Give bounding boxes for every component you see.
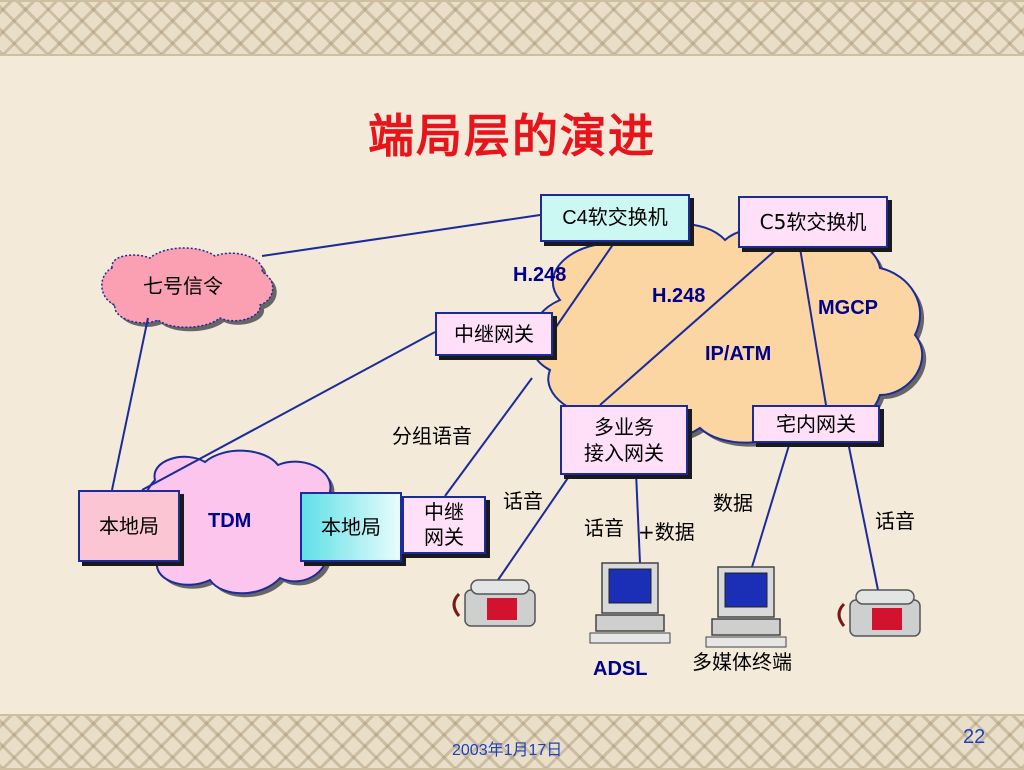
trunk-gateway-box: 中继网关	[435, 312, 553, 356]
trunk-gateway-label: 中继网关	[454, 322, 534, 346]
voice-label-adsl: 话音	[584, 516, 624, 540]
local-exchange-right-box: 本地局	[300, 492, 402, 562]
local-exchange-right-label: 本地局	[321, 515, 381, 539]
local-exchange-left-box: 本地局	[78, 490, 180, 562]
ip-atm-label: IP/ATM	[705, 343, 772, 365]
mas-gateway-label-line1: 多业务	[594, 415, 654, 439]
h248-label-c5: H.248	[652, 285, 706, 307]
telephone-icon	[837, 588, 922, 638]
trunk-gateway-small-line1: 中继	[424, 500, 464, 524]
footer-date: 2003年1月17日	[452, 742, 563, 759]
mas-gateway-label-line2: 接入网关	[584, 441, 664, 465]
adsl-label: ADSL	[593, 658, 648, 680]
decorative-border-top	[0, 0, 1024, 56]
trunk-gateway-small-line2: 网关	[424, 525, 464, 549]
page-title: 端局层的演进	[368, 109, 656, 163]
multi-service-access-gateway-box: 多业务 接入网关	[560, 405, 688, 475]
telephone-icon	[452, 578, 537, 628]
ss7-cloud-body	[101, 247, 274, 328]
mgcp-label: MGCP	[818, 297, 878, 319]
home-gateway-box: 宅内网关	[752, 405, 880, 443]
voice-label-right: 话音	[875, 509, 915, 533]
tdm-label: TDM	[208, 510, 252, 532]
packet-voice-label: 分组语音	[392, 424, 472, 448]
local-exchange-left-label: 本地局	[99, 514, 159, 538]
ss7-label: 七号信令	[143, 274, 223, 298]
data-plus-label: +数据	[638, 520, 695, 544]
multimedia-terminal-label: 多媒体终端	[692, 650, 792, 674]
decorative-border-bottom	[0, 714, 1024, 770]
h248-label-c4: H.248	[513, 264, 567, 286]
c4-softswitch-box: C4软交换机	[540, 194, 690, 242]
voice-label-left: 话音	[503, 489, 543, 513]
c5-softswitch-box: C5软交换机	[738, 196, 888, 248]
computer-icon	[589, 562, 671, 644]
computer-icon	[705, 566, 787, 648]
c4-softswitch-label: C4软交换机	[562, 207, 668, 229]
trunk-gateway-small-box: 中继 网关	[402, 496, 486, 554]
home-gateway-label: 宅内网关	[776, 412, 856, 436]
c5-softswitch-label: C5软交换机	[759, 210, 867, 234]
connection-lines	[111, 214, 879, 591]
page-number: 22	[963, 726, 986, 748]
data-label: 数据	[713, 491, 753, 515]
